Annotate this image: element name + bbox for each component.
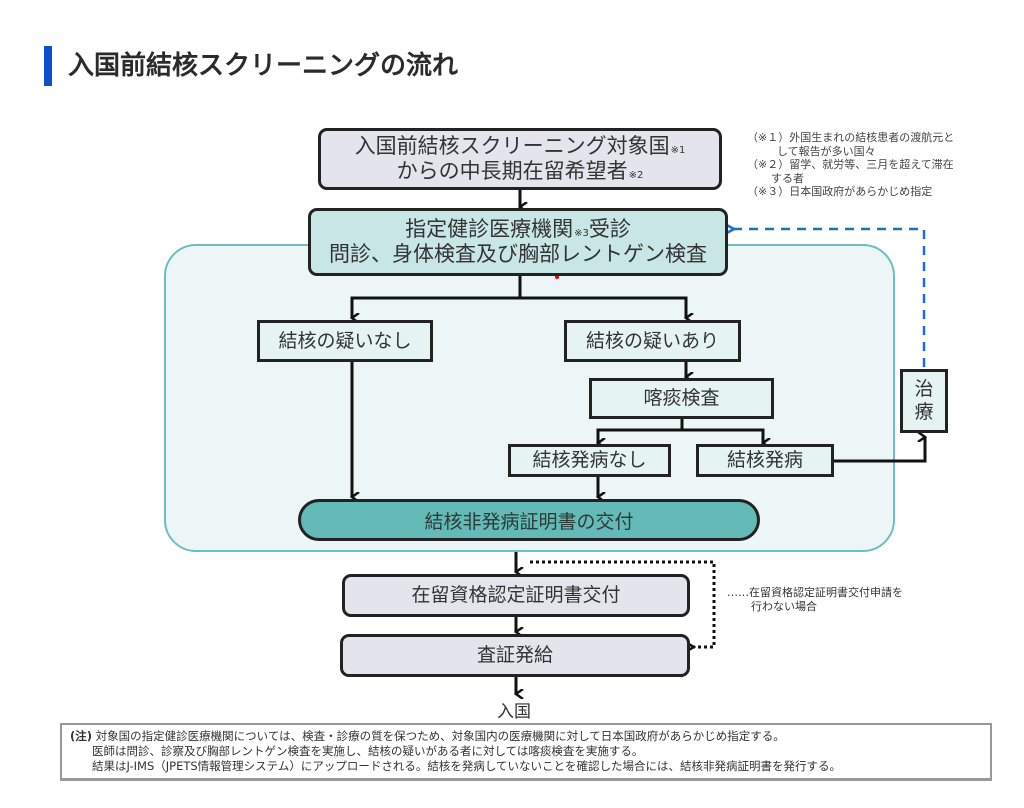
page-title: 入国前結核スクリーニングの流れ bbox=[68, 51, 459, 81]
note-3-line1: 日本国政府があらかじめ指定 bbox=[789, 185, 933, 198]
heading-accent-bar bbox=[44, 46, 52, 86]
suspicion-label: 結核の疑いあり bbox=[585, 329, 719, 352]
treatment-char2: 療 bbox=[914, 401, 934, 423]
applicant-line2: からの中長期在留希望者 bbox=[396, 159, 628, 183]
note-1-line2: して報告が多い国々 bbox=[777, 144, 876, 158]
footnote-line2: 医師は問診、診察及び胸部レントゲン検査を実施し、結核の疑いがある者に対しては喀痰… bbox=[92, 744, 644, 758]
applicant-line1: 入国前結核スクリーニング対象国 bbox=[354, 133, 670, 158]
no-suspicion-label: 結核の疑いなし bbox=[278, 329, 412, 352]
arrow-onset-to-treatment bbox=[812, 437, 925, 463]
note-1-label: （※１） bbox=[747, 131, 790, 144]
arrow-clinic-to-no-suspicion bbox=[352, 276, 522, 318]
bypass-note-line1: 在留資格認定証明書交付申請を bbox=[749, 586, 903, 599]
footnote-line3: 結果はJ-IMS（JPETS情報管理システム）にアップロードされる。結核を発病し… bbox=[92, 759, 841, 773]
visa-label: 査証発給 bbox=[476, 644, 553, 667]
clinic-line2: 問診、身体検査及び胸部レントゲン検査 bbox=[329, 242, 707, 266]
residence-cert-label: 在留資格認定証明書交付 bbox=[411, 584, 621, 607]
note-2-line2: する者 bbox=[771, 171, 804, 185]
arrow-sputum-to-onset bbox=[682, 428, 763, 443]
no-onset-label: 結核発病なし bbox=[532, 449, 647, 472]
onset-label: 結核発病 bbox=[726, 449, 803, 472]
bypass-note-prefix: …… bbox=[727, 586, 749, 599]
sputum-test-label: 喀痰検査 bbox=[643, 387, 720, 410]
note-ref-1: ※1 bbox=[670, 144, 686, 156]
footnote-box: (注) 対象国の指定健診医療機関については、検査・診療の質を保つため、対象国内の… bbox=[60, 723, 992, 781]
visa-box: 査証発給 bbox=[340, 634, 690, 677]
suspicion-box: 結核の疑いあり bbox=[564, 320, 741, 362]
arrow-bypass-dotted bbox=[530, 560, 716, 647]
bypass-note: ……在留資格認定証明書交付申請を 行わない場合 bbox=[727, 586, 903, 614]
footnote-label: (注) bbox=[70, 729, 93, 743]
no-suspicion-box: 結核の疑いなし bbox=[257, 320, 433, 362]
note-1-line1: 外国生まれの結核患者の渡航元と bbox=[789, 131, 955, 144]
clinic-line1b: 受診 bbox=[588, 216, 631, 241]
notes-block: （※１）外国生まれの結核患者の渡航元と して報告が多い国々 （※２）留学、就労等… bbox=[747, 131, 954, 199]
applicant-box: 入国前結核スクリーニング対象国※1 からの中長期在留希望者※2 bbox=[318, 128, 722, 190]
note-ref-2: ※2 bbox=[628, 170, 644, 181]
bypass-note-line2: 行わない場合 bbox=[751, 600, 817, 613]
entry-label: 入国 bbox=[497, 702, 531, 722]
no-onset-box: 結核発病なし bbox=[508, 444, 671, 477]
treatment-char1: 治 bbox=[914, 378, 934, 401]
note-2-line1: 留学、就労等、三月を超えて滞在 bbox=[789, 158, 954, 171]
certificate-box: 結核非発病証明書の交付 bbox=[298, 499, 760, 541]
note-3-label: （※３） bbox=[747, 185, 790, 198]
note-ref-3: ※3 bbox=[574, 227, 589, 239]
treatment-box: 治 療 bbox=[900, 369, 948, 433]
arrow-clinic-to-suspicion bbox=[520, 296, 686, 318]
certificate-label: 結核非発病証明書の交付 bbox=[424, 510, 634, 533]
residence-cert-box: 在留資格認定証明書交付 bbox=[342, 574, 690, 617]
clinic-line1a: 指定健診医療機関 bbox=[405, 216, 574, 241]
red-marker-dot bbox=[555, 275, 559, 279]
arrow-sputum-to-no-onset bbox=[598, 419, 684, 443]
note-2-label: （※２） bbox=[747, 158, 790, 171]
arrow-treatment-to-clinic-dashed bbox=[734, 229, 926, 367]
sputum-test-box: 喀痰検査 bbox=[589, 378, 774, 419]
clinic-box: 指定健診医療機関※3受診 問診、身体検査及び胸部レントゲン検査 bbox=[308, 208, 728, 276]
onset-box: 結核発病 bbox=[696, 444, 834, 477]
footnote-line1: 対象国の指定健診医療機関については、検査・診療の質を保つため、対象国内の医療機関… bbox=[95, 729, 785, 743]
